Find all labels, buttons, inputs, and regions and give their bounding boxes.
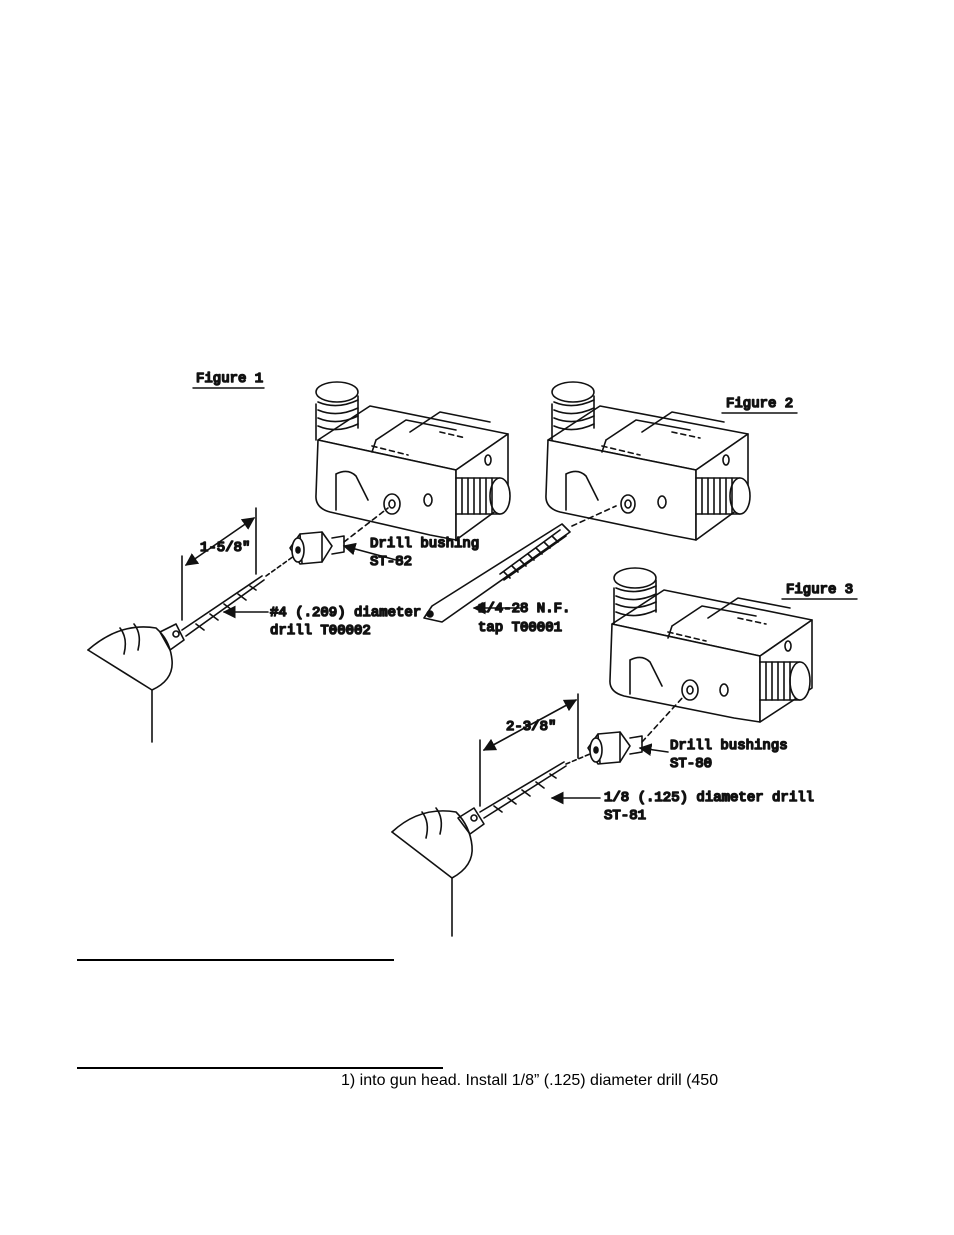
tap-part-number: tap T00001 [478,620,562,636]
tap-size-label: 1/4-28 N.F. [478,601,570,617]
dimension-label-2-3-8: 2-3/8" [506,719,556,735]
figure-1-title: Figure 1 [196,371,263,387]
instruction-text-fragment: 1) into gun head. Install 1/8” (.125) di… [341,1072,719,1089]
gun-head-block-2 [545,381,751,541]
gun-head-block-1 [315,381,511,541]
drill-motor-1 [87,623,185,743]
figure-3-title: Figure 3 [786,582,853,598]
drill-bushing-st82 [289,531,345,565]
drill-bit-st81 [479,761,567,819]
figure-2-title: Figure 2 [726,396,793,412]
drill-motor-3 [391,807,485,937]
drill-part-number-3: ST-81 [604,808,646,824]
horizontal-rule-1 [77,959,394,961]
figure-1: Figure 1 [87,370,511,743]
figure-3: Figure 3 [391,567,858,937]
dimension-2-3-8: 2-3/8" [479,693,579,807]
drill-bushings-st80 [587,731,643,765]
drill-diameter-label-3: 1/8 (.125) diameter drill [604,790,814,806]
drill-bushing-part-number: ST-82 [370,554,412,570]
gun-head-block-3 [609,567,813,723]
dimension-label-1-5-8: 1-5/8" [200,540,250,556]
drill-bushings-label: Drill bushings [670,738,788,754]
horizontal-rule-2 [77,1067,443,1069]
drill-bushings-part-number: ST-80 [670,756,712,772]
drill-part-number: drill T00002 [270,623,371,639]
drill-bit-t00002 [181,575,265,637]
figure-2: Figure 2 1/4- [423,381,798,637]
drill-bushing-label: Drill bushing [370,536,479,552]
dimension-1-5-8: 1-5/8" [181,507,257,621]
drill-diameter-label: #4 (.209) diameter [270,605,421,621]
tap-t00001 [423,523,571,623]
